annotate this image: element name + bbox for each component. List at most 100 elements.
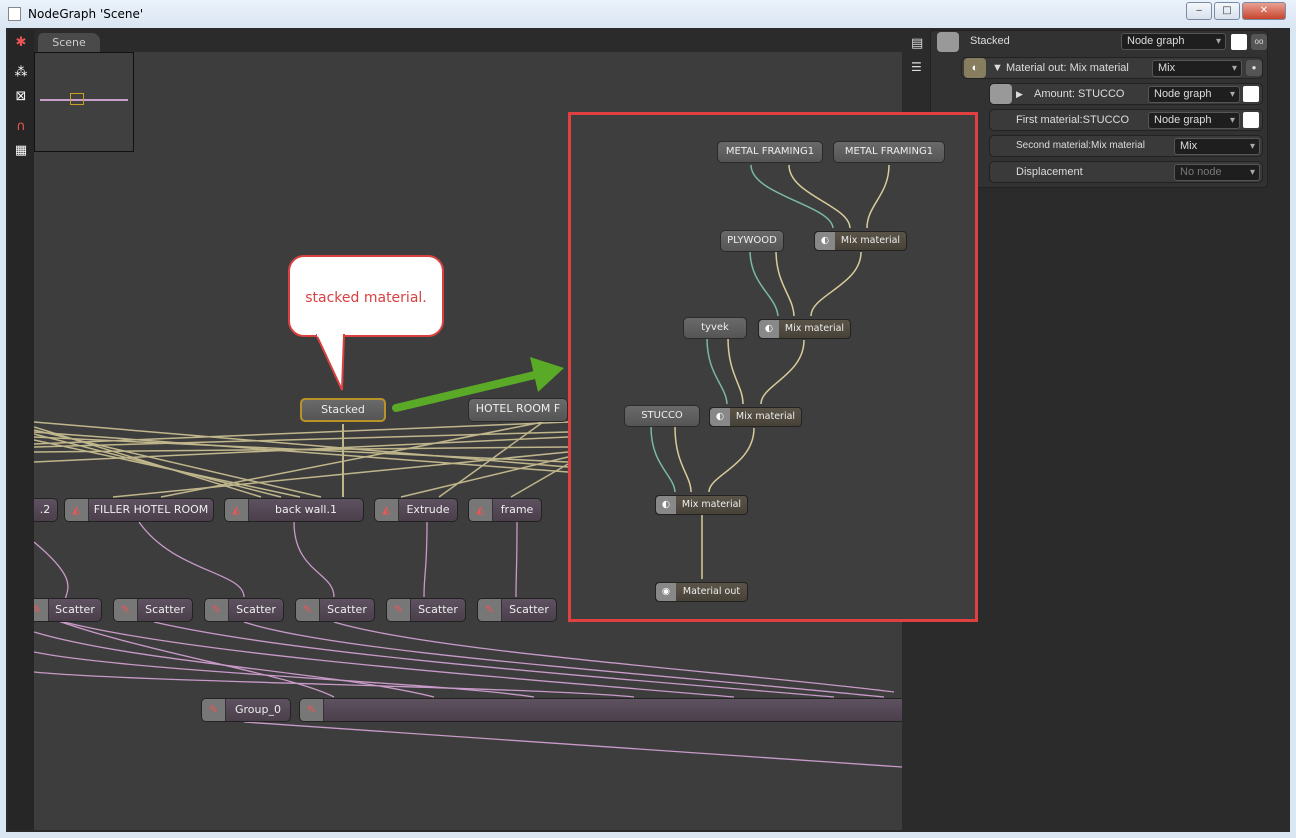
scatter-node[interactable]: ✎Scatter bbox=[295, 598, 375, 622]
material-node[interactable]: ◭ Extrude bbox=[374, 498, 458, 522]
scatter-node[interactable]: ✎ Scatter bbox=[113, 598, 193, 622]
expand-nodes-icon[interactable]: ⁂ bbox=[14, 65, 28, 80]
node-label: Mix material bbox=[735, 411, 796, 422]
second-material-row[interactable]: Second material:Mix material Mix bbox=[989, 135, 1263, 157]
wires bbox=[34, 421, 902, 768]
group-node-wide[interactable]: ✎ bbox=[299, 698, 902, 722]
displacement-label: Displacement bbox=[1016, 166, 1083, 178]
tab-scene[interactable]: Scene bbox=[38, 33, 100, 52]
mix-material-node[interactable]: ◐ Mix material bbox=[758, 319, 851, 339]
material-out-row[interactable]: ◐ ▼ Material out: Mix material Mix ● bbox=[961, 57, 1263, 79]
second-material-label: Second material:Mix material bbox=[1016, 140, 1145, 151]
root-label: Stacked bbox=[970, 35, 1010, 47]
left-toolbar: ✱ ⁂ ⊠ ∩ ▦ bbox=[8, 30, 34, 830]
view-icon[interactable]: oo bbox=[1251, 34, 1267, 50]
metal-framing-node-1[interactable]: METAL FRAMING1 bbox=[717, 141, 823, 163]
minimize-button[interactable]: ‒ bbox=[1186, 2, 1212, 20]
node-label: Mix material bbox=[840, 235, 901, 246]
scatter-node[interactable]: ✎Scatter bbox=[477, 598, 557, 622]
group-icon: ✎ bbox=[300, 699, 324, 721]
node-label: Scatter bbox=[418, 603, 458, 616]
amount-dropdown[interactable]: Node graph bbox=[1148, 86, 1240, 103]
displacement-row[interactable]: Displacement No node bbox=[989, 161, 1263, 183]
node-label: Material out bbox=[682, 586, 741, 597]
first-material-color-swatch[interactable] bbox=[1243, 112, 1259, 128]
callout-tail bbox=[316, 334, 346, 391]
node-label: Scatter bbox=[236, 603, 276, 616]
close-button[interactable]: ✕ bbox=[1242, 2, 1286, 20]
window-title: NodeGraph 'Scene' bbox=[28, 7, 144, 21]
recenter-icon[interactable]: ✱ bbox=[15, 35, 27, 50]
mix-material-node[interactable]: ◐ Mix material bbox=[814, 231, 907, 251]
node-label: Extrude bbox=[406, 503, 450, 516]
material-out-node[interactable]: ◉ Material out bbox=[655, 582, 748, 602]
second-material-dropdown[interactable]: Mix bbox=[1174, 138, 1260, 155]
eye-icon[interactable]: ● bbox=[1246, 60, 1262, 76]
amount-label: Amount: STUCCO bbox=[1034, 88, 1125, 100]
material-icon: ◭ bbox=[469, 499, 493, 521]
group-icon: ✎ bbox=[202, 699, 226, 721]
scatter-node[interactable]: ✎ Scatter bbox=[34, 598, 102, 622]
group-node[interactable]: ✎ Group_0 bbox=[201, 698, 291, 722]
node-label: Scatter bbox=[145, 603, 185, 616]
mix-material-node[interactable]: ◐ Mix material bbox=[709, 407, 802, 427]
metal-framing-node-2[interactable]: METAL FRAMING1 bbox=[833, 141, 945, 163]
outline-icon[interactable]: ☰ bbox=[911, 60, 922, 74]
material-out-dropdown[interactable]: Mix bbox=[1152, 60, 1242, 77]
title-bar: NodeGraph 'Scene' ‒ □ ✕ bbox=[0, 0, 1296, 28]
node-label: Group_0 bbox=[235, 703, 281, 716]
scatter-node[interactable]: ✎ Scatter bbox=[204, 598, 284, 622]
root-color-swatch[interactable] bbox=[1231, 34, 1247, 50]
callout: stacked material. bbox=[288, 255, 444, 337]
node-label: Scatter bbox=[327, 603, 367, 616]
expand-arrow-icon[interactable]: ▼ bbox=[992, 62, 1003, 74]
root-type-dropdown[interactable]: Node graph bbox=[1121, 33, 1226, 50]
amount-color-swatch[interactable] bbox=[1243, 86, 1259, 102]
mix-material-icon: ◐ bbox=[964, 58, 986, 78]
node-label: frame bbox=[500, 503, 534, 516]
node-label: Scatter bbox=[55, 603, 95, 616]
scatter-icon: ✎ bbox=[205, 599, 229, 621]
material-node[interactable]: ◭ frame bbox=[468, 498, 542, 522]
scatter-node[interactable]: ✎ Scatter bbox=[386, 598, 466, 622]
maximize-button[interactable]: □ bbox=[1214, 2, 1240, 20]
scatter-icon: ✎ bbox=[114, 599, 138, 621]
snap-grid-icon[interactable]: ∩ bbox=[16, 119, 26, 134]
stacked-swatch bbox=[937, 32, 959, 52]
node-label: Mix material bbox=[681, 499, 742, 510]
grid-icon[interactable]: ▦ bbox=[14, 143, 28, 158]
first-material-dropdown[interactable]: Node graph bbox=[1148, 112, 1240, 129]
tyvek-node[interactable]: tyvek bbox=[683, 317, 747, 339]
node-label: back wall.1 bbox=[275, 503, 337, 516]
material-icon: ◭ bbox=[375, 499, 399, 521]
mix-material-node[interactable]: ◐ Mix material bbox=[655, 495, 748, 515]
hotel-room-node[interactable]: HOTEL ROOM F bbox=[468, 398, 568, 422]
first-material-label: First material:STUCCO bbox=[1016, 114, 1130, 126]
mix-icon: ◐ bbox=[759, 320, 779, 338]
amount-row[interactable]: ▶ Amount: STUCCO Node graph bbox=[989, 83, 1263, 105]
first-material-row[interactable]: First material:STUCCO Node graph bbox=[989, 109, 1263, 131]
stucco-node[interactable]: STUCCO bbox=[624, 405, 700, 427]
minimap[interactable] bbox=[34, 52, 134, 152]
amount-swatch bbox=[990, 84, 1012, 104]
layers-icon[interactable]: ▤ bbox=[911, 36, 924, 51]
mix-icon: ◐ bbox=[815, 232, 835, 250]
expand-arrow-icon[interactable]: ▶ bbox=[1016, 89, 1023, 99]
displacement-dropdown[interactable]: No node bbox=[1174, 164, 1260, 181]
material-node[interactable]: .2 bbox=[34, 498, 58, 522]
node-label: Mix material bbox=[784, 323, 845, 334]
scatter-icon: ✎ bbox=[387, 599, 411, 621]
material-out-icon: ◉ bbox=[656, 583, 676, 601]
material-node[interactable]: ◭back wall.1 bbox=[224, 498, 364, 522]
zoomed-inset: METAL FRAMING1 METAL FRAMING1 PLYWOOD ty… bbox=[568, 112, 978, 622]
mix-icon: ◐ bbox=[656, 496, 676, 514]
material-icon: ◭ bbox=[65, 499, 89, 521]
mix-icon: ◐ bbox=[710, 408, 730, 426]
scatter-icon: ✎ bbox=[34, 599, 49, 621]
node-label: Scatter bbox=[509, 603, 549, 616]
material-node[interactable]: ◭ FILLER HOTEL ROOM bbox=[64, 498, 214, 522]
plywood-node[interactable]: PLYWOOD bbox=[720, 230, 784, 252]
node-label: FILLER HOTEL ROOM bbox=[93, 503, 209, 516]
stacked-node[interactable]: Stacked bbox=[300, 398, 386, 422]
fit-nodes-icon[interactable]: ⊠ bbox=[15, 89, 27, 104]
